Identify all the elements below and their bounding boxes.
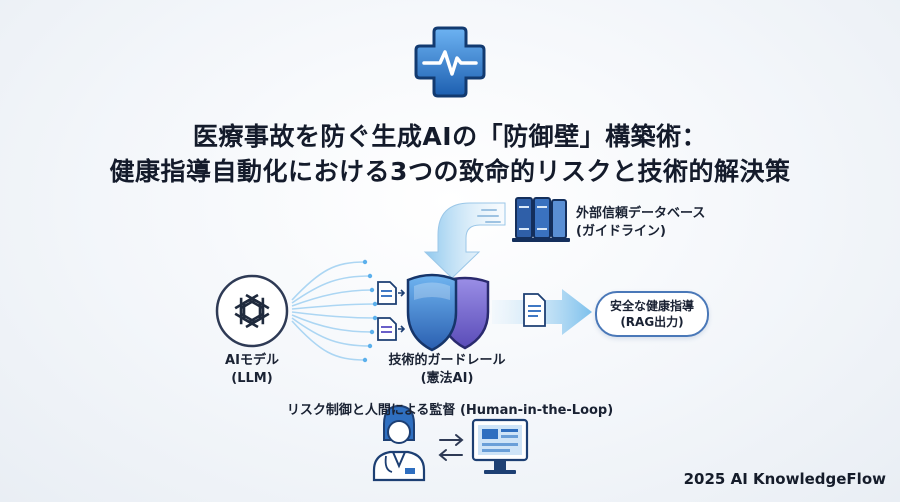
database-books-icon (512, 197, 570, 242)
title-line-2: 健康指導自動化における3つの致命的リスクと技術的解決策 (109, 157, 791, 186)
external-db-subtitle: (ガイドライン) (576, 224, 666, 239)
guardrail-title: 技術的ガードレール (388, 353, 506, 368)
computer-monitor-icon (471, 418, 529, 474)
external-db-title: 外部信頼データベース (576, 206, 706, 221)
db-to-guardrail-arrow (423, 202, 506, 279)
ai-model-title: AIモデル (225, 353, 279, 368)
shield-icon (406, 273, 458, 352)
guardrail-subtitle: (憲法AI) (420, 371, 474, 386)
ai-model-circle (215, 274, 289, 348)
doctor-icon (372, 404, 426, 482)
ai-model-label: AIモデル (LLM) (202, 352, 302, 388)
output-title: 安全な健康指導 (609, 299, 694, 313)
document-icon (523, 293, 546, 327)
llm-knot-icon (234, 293, 270, 329)
output-subtitle: (RAG出力) (620, 315, 684, 329)
document-icon (377, 281, 406, 305)
title-line-1: 医療事故を防ぐ生成AIの「防御壁」構築術： (192, 122, 708, 151)
external-db-label: 外部信頼データベース (ガイドライン) (576, 205, 705, 241)
data-stream-lines (291, 261, 376, 361)
exchange-arrows-icon (438, 434, 464, 461)
ai-model-subtitle: (LLM) (231, 371, 273, 386)
safe-guidance-output: 安全な健康指導 (RAG出力) (595, 291, 709, 337)
medical-cross-icon (414, 26, 486, 98)
hitl-label: リスク制御と人間による監督 (Human-in-the-Loop) (286, 403, 614, 418)
footer-brand: 2025 AI KnowledgeFlow (683, 470, 886, 488)
guardrail-label: 技術的ガードレール (憲法AI) (372, 352, 522, 388)
document-icon (377, 317, 406, 341)
